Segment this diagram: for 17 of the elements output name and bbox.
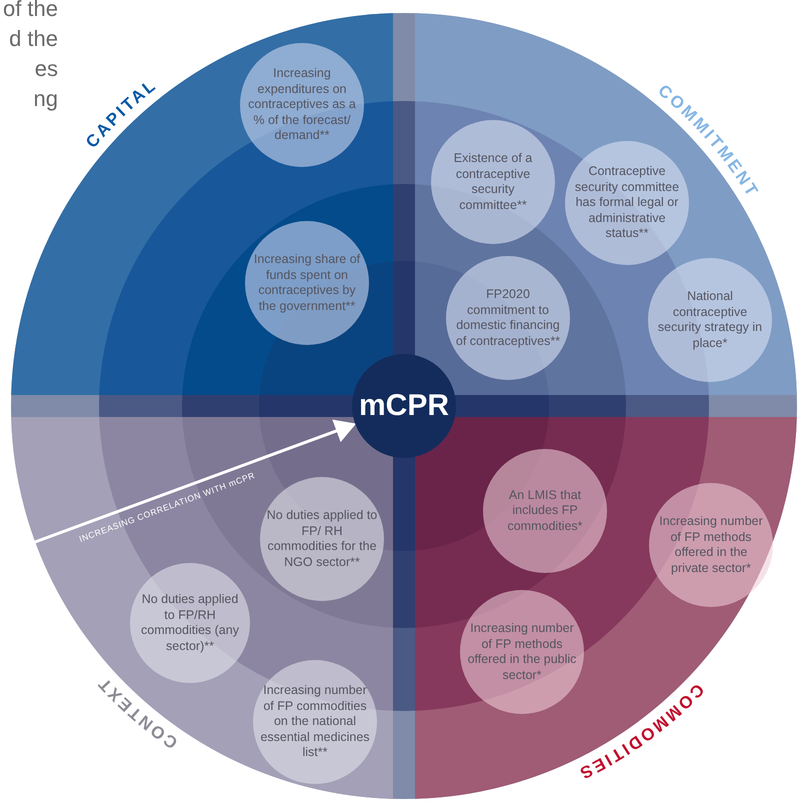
indicator-text: Increasing expenditures on contraceptives as a % of the forecast/ demand** <box>247 66 357 144</box>
indicator-text: National contraceptive security strategy in place* <box>656 289 764 351</box>
paragraph-fragment: d the <box>9 26 58 52</box>
indicator-text: Existence of a contraceptive security committee** <box>452 151 534 213</box>
paragraph-fragment: of the <box>2 0 58 22</box>
paragraph-fragment: es <box>34 56 58 82</box>
indicator-text: Increasing number of FP commodities on the national essential medicines list** <box>259 683 371 761</box>
arrow <box>34 420 356 544</box>
indicator-text: Increasing number of FP methods offered in the public sector* <box>466 621 578 683</box>
indicator-text: Increasing share of funds spent on contraceptives by the government** <box>252 252 362 314</box>
paragraph-fragment: ng <box>34 86 58 112</box>
indicator-text: An LMIS that includes FP commodities* <box>506 488 584 534</box>
indicator-text: Increasing number of FP methods offered in the private sector* <box>658 514 764 576</box>
center-label: mCPR <box>358 389 449 423</box>
indicator-text: No duties applied to FP/RH commodities (any sector)** <box>140 592 240 654</box>
indicator-text: No duties applied to FP/ RH commodities for the NGO sector** <box>266 508 378 570</box>
indicator-text: FP2020 commitment to domestic financing of contraceptives** <box>454 287 562 349</box>
